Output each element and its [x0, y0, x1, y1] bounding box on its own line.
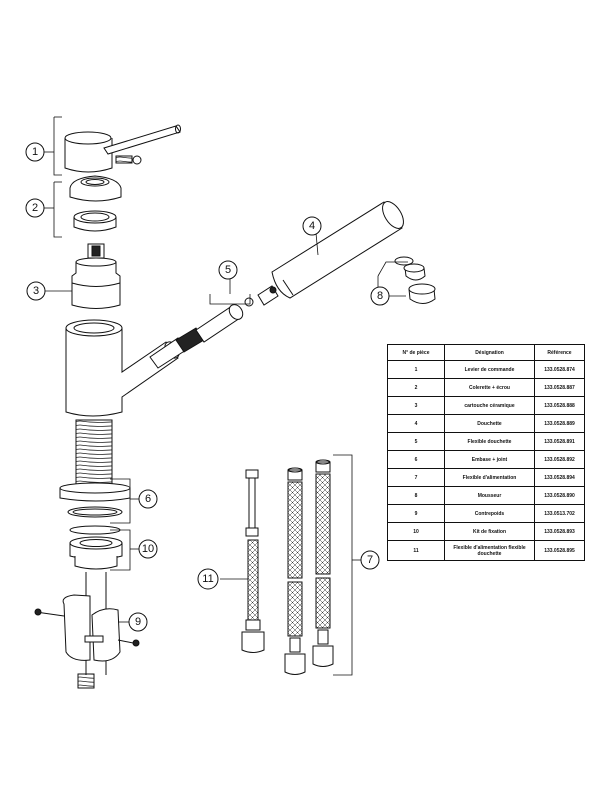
cell-designation: Colerette + écrou — [444, 378, 535, 397]
cell-reference: 133.0528.892 — [534, 450, 585, 469]
cell-designation: Douchette — [444, 414, 535, 433]
part-9-counterweight — [34, 594, 140, 689]
cell-reference: 133.0528.889 — [534, 414, 585, 433]
cell-num: 7 — [387, 468, 445, 487]
cell-num: 5 — [387, 432, 445, 451]
callout-labels: 1 2 3 4 5 6 7 8 9 10 11 — [32, 146, 383, 628]
part-7-supply-hoses — [284, 459, 334, 675]
cell-designation: Flexible d'alimentation — [444, 468, 535, 487]
cell-num: 8 — [387, 486, 445, 505]
header-reference: Référence — [534, 344, 585, 361]
cell-num: 4 — [387, 414, 445, 433]
cell-designation: Embase + joint — [444, 450, 535, 469]
cell-num: 2 — [387, 378, 445, 397]
cell-designation: Kit de fixation — [444, 522, 535, 541]
cell-reference: 133.0528.895 — [534, 540, 585, 561]
callout-4: 4 — [309, 220, 315, 232]
callout-11: 11 — [202, 573, 213, 585]
part-3-cartridge — [71, 243, 121, 309]
callout-2: 2 — [32, 202, 38, 214]
cell-designation: Flexible douchette — [444, 432, 535, 451]
callout-7: 7 — [367, 554, 373, 566]
part-8-aerator — [394, 256, 436, 304]
cell-designation: Levier de commande — [444, 360, 535, 379]
cell-reference: 133.0528.874 — [534, 360, 585, 379]
cell-reference: 133.0528.893 — [534, 522, 585, 541]
cell-num: 6 — [387, 450, 445, 469]
part-4-hand-shower — [271, 201, 404, 299]
cell-designation: Mousseur — [444, 486, 535, 505]
cell-reference: 133.0528.887 — [534, 378, 585, 397]
faucet-body — [65, 319, 180, 487]
callout-1: 1 — [32, 146, 38, 158]
part-1-lever — [64, 124, 181, 173]
part-2-collar-nut — [69, 175, 122, 232]
cell-reference: 133.0528.890 — [534, 486, 585, 505]
cell-reference: 133.0528.888 — [534, 396, 585, 415]
cell-reference: 133.0528.894 — [534, 468, 585, 487]
cell-num: 1 — [387, 360, 445, 379]
part-11-supply-hose — [241, 469, 265, 653]
cell-designation: Contrepoids — [444, 504, 535, 523]
cell-reference: 133.0513.702 — [534, 504, 585, 523]
cell-num: 9 — [387, 504, 445, 523]
cell-reference: 133.0528.891 — [534, 432, 585, 451]
callout-circles — [25, 142, 390, 632]
header-part-number: N° de pièce — [387, 344, 445, 361]
cell-num: 10 — [387, 522, 445, 541]
callout-5: 5 — [225, 264, 231, 276]
callout-9: 9 — [135, 616, 141, 628]
part-6-base-seal — [59, 482, 131, 535]
callout-8: 8 — [377, 290, 383, 302]
cell-designation: cartouche céramique — [444, 396, 535, 415]
callout-10: 10 — [142, 543, 154, 555]
cell-num: 11 — [387, 540, 445, 561]
callout-3: 3 — [33, 285, 39, 297]
callout-6: 6 — [145, 493, 151, 505]
part-5-shower-hose — [149, 285, 279, 369]
cell-num: 3 — [387, 396, 445, 415]
header-designation: Désignation — [444, 344, 535, 361]
table-header-row: N° de pièce Désignation Référence — [387, 344, 585, 361]
cell-designation: Flexible d'alimentation flexible douchet… — [444, 540, 535, 561]
